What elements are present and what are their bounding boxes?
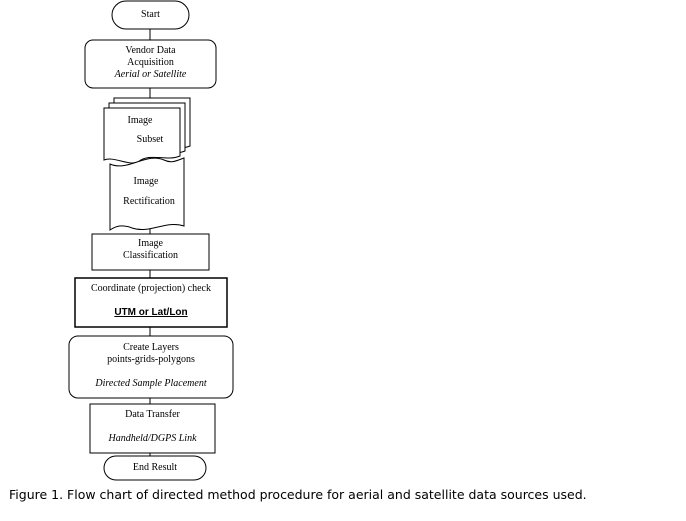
vendor-label-line1: Vendor Data [125, 45, 176, 56]
rectification-label-line2: Rectification [123, 196, 175, 207]
figure-caption: Figure 1. Flow chart of directed method … [9, 487, 587, 502]
layers-label-line2: points-grids-polygons [107, 354, 195, 365]
vendor-label-line3: Aerial or Satellite [114, 69, 187, 80]
transfer-label-line1: Data Transfer [125, 409, 180, 420]
classification-label-line1: Image [138, 238, 163, 249]
transfer-label-line2: Handheld/DGPS Link [108, 433, 197, 444]
vendor-label-line2: Acquisition [127, 57, 174, 68]
start-label: Start [141, 9, 160, 20]
subset-multidocument [103, 97, 191, 164]
subset-label-line1: Image [127, 115, 153, 126]
coordinate-check-box [74, 277, 228, 328]
end-terminator [103, 455, 207, 481]
layers-process-box [68, 335, 234, 399]
subset-label-line2: Subset [136, 134, 164, 145]
classification-process-box [91, 233, 210, 271]
vendor-process-box [84, 39, 217, 89]
start-terminator [111, 0, 190, 30]
layers-label-line1: Create Layers [123, 342, 179, 353]
end-label: End Result [132, 462, 178, 473]
coordinate-label-line2: UTM or Lat/Lon [114, 307, 188, 318]
coordinate-label-line1: Coordinate (projection) check [91, 283, 211, 294]
rectification-label-line1: Image [133, 176, 159, 187]
layers-label-line3: Directed Sample Placement [95, 378, 207, 389]
classification-label-line2: Classification [123, 250, 178, 261]
rectification-tape-shape [109, 157, 185, 231]
transfer-process-box [89, 403, 216, 454]
